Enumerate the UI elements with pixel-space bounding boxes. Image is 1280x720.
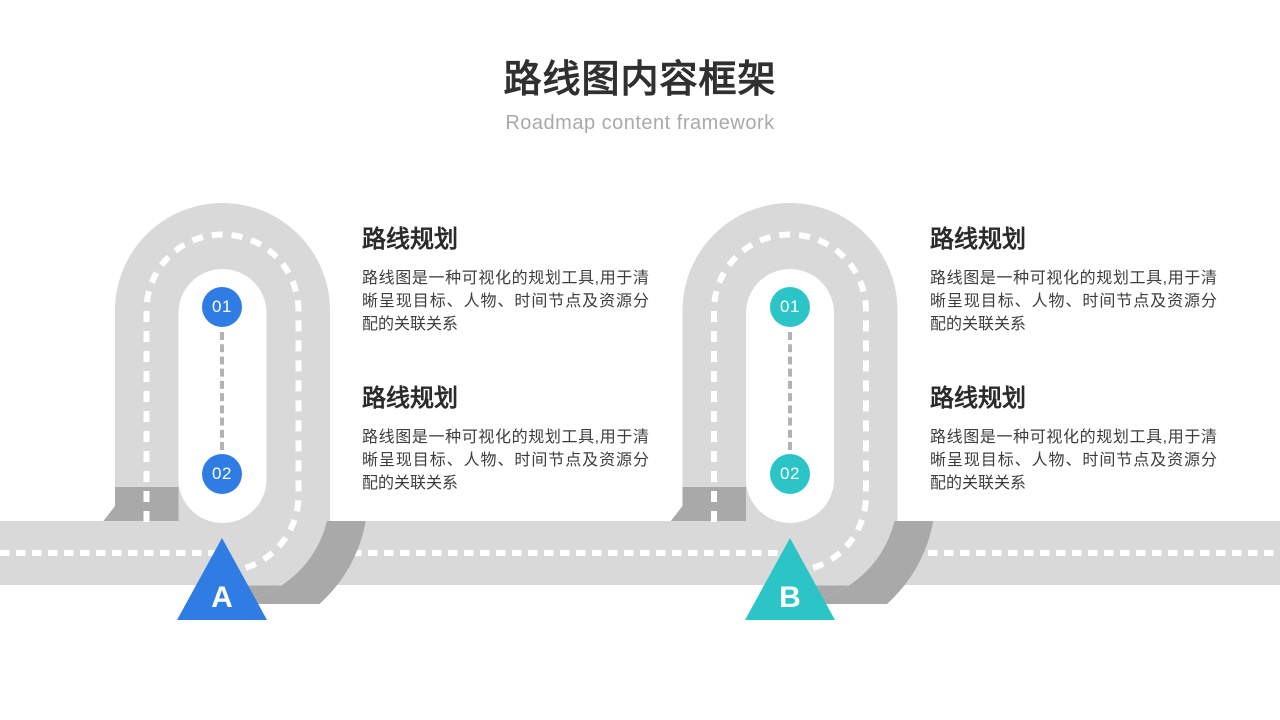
route-a-section-1: 路线规划 路线图是一种可视化的规划工具,用于清晰呈现目标、人物、时间节点及资源分… (362, 224, 649, 336)
milestone-badge-a-01: 01 (202, 287, 242, 327)
section-body: 路线图是一种可视化的规划工具,用于清晰呈现目标、人物、时间节点及资源分配的关联关… (930, 429, 1217, 492)
slide-subtitle: Roadmap content framework (505, 112, 775, 134)
slide-title: 路线图内容框架 (503, 59, 777, 101)
section-heading: 路线规划 (362, 226, 458, 253)
section-body: 路线图是一种可视化的规划工具,用于清晰呈现目标、人物、时间节点及资源分配的关联关… (362, 429, 649, 492)
location-marker-a-label: A (211, 581, 233, 614)
milestone-connector-b (788, 332, 792, 450)
route-b-section-1: 路线规划 路线图是一种可视化的规划工具,用于清晰呈现目标、人物、时间节点及资源分… (930, 224, 1217, 336)
section-body: 路线图是一种可视化的规划工具,用于清晰呈现目标、人物、时间节点及资源分配的关联关… (362, 270, 649, 333)
location-marker-b-label: B (779, 581, 801, 614)
section-heading: 路线规划 (930, 385, 1026, 412)
route-a-section-2: 路线规划 路线图是一种可视化的规划工具,用于清晰呈现目标、人物、时间节点及资源分… (362, 383, 649, 495)
horizontal-road (0, 521, 1280, 585)
milestone-badge-a-02: 02 (202, 454, 242, 494)
milestone-badge-b-02: 02 (770, 454, 810, 494)
milestone-badge-b-01: 01 (770, 287, 810, 327)
section-heading: 路线规划 (930, 226, 1026, 253)
section-heading: 路线规划 (362, 385, 458, 412)
milestone-connector-a (220, 332, 224, 450)
route-b-section-2: 路线规划 路线图是一种可视化的规划工具,用于清晰呈现目标、人物、时间节点及资源分… (930, 383, 1217, 495)
header: 路线图内容框架 Roadmap content framework (0, 0, 1280, 136)
section-body: 路线图是一种可视化的规划工具,用于清晰呈现目标、人物、时间节点及资源分配的关联关… (930, 270, 1217, 333)
